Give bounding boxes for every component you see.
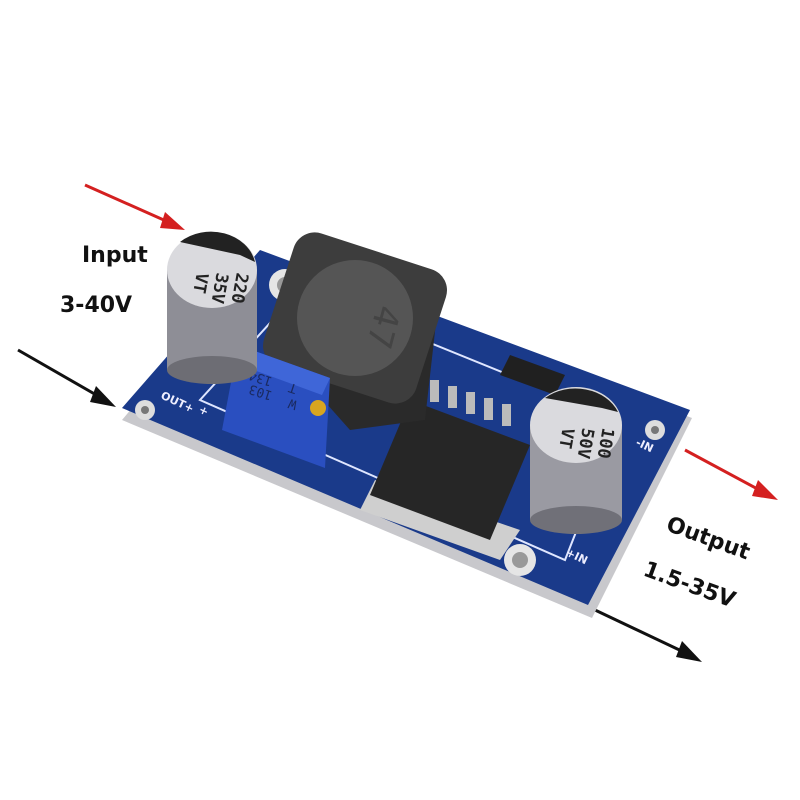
input-red-arrow [84,183,185,230]
output-cap-brand: VT [554,426,577,450]
input-label: Input [82,243,148,268]
adjust-screw-icon [310,400,326,416]
output-range: 1.5-35V [640,557,739,613]
output-red-arrow [684,448,778,500]
output-black-arrow [594,608,702,662]
input-black-arrow [17,348,116,407]
trimmer-code-2: 103 [247,381,274,403]
output-capacitor: 100 50V VT [530,387,622,534]
regulator-ic [360,380,530,560]
input-cap-brand: VT [188,271,211,295]
input-range: 3-40V [60,293,132,318]
transistor [500,355,565,395]
input-capacitor: 220 35V VT [167,231,257,384]
output-label: Output [663,512,754,565]
